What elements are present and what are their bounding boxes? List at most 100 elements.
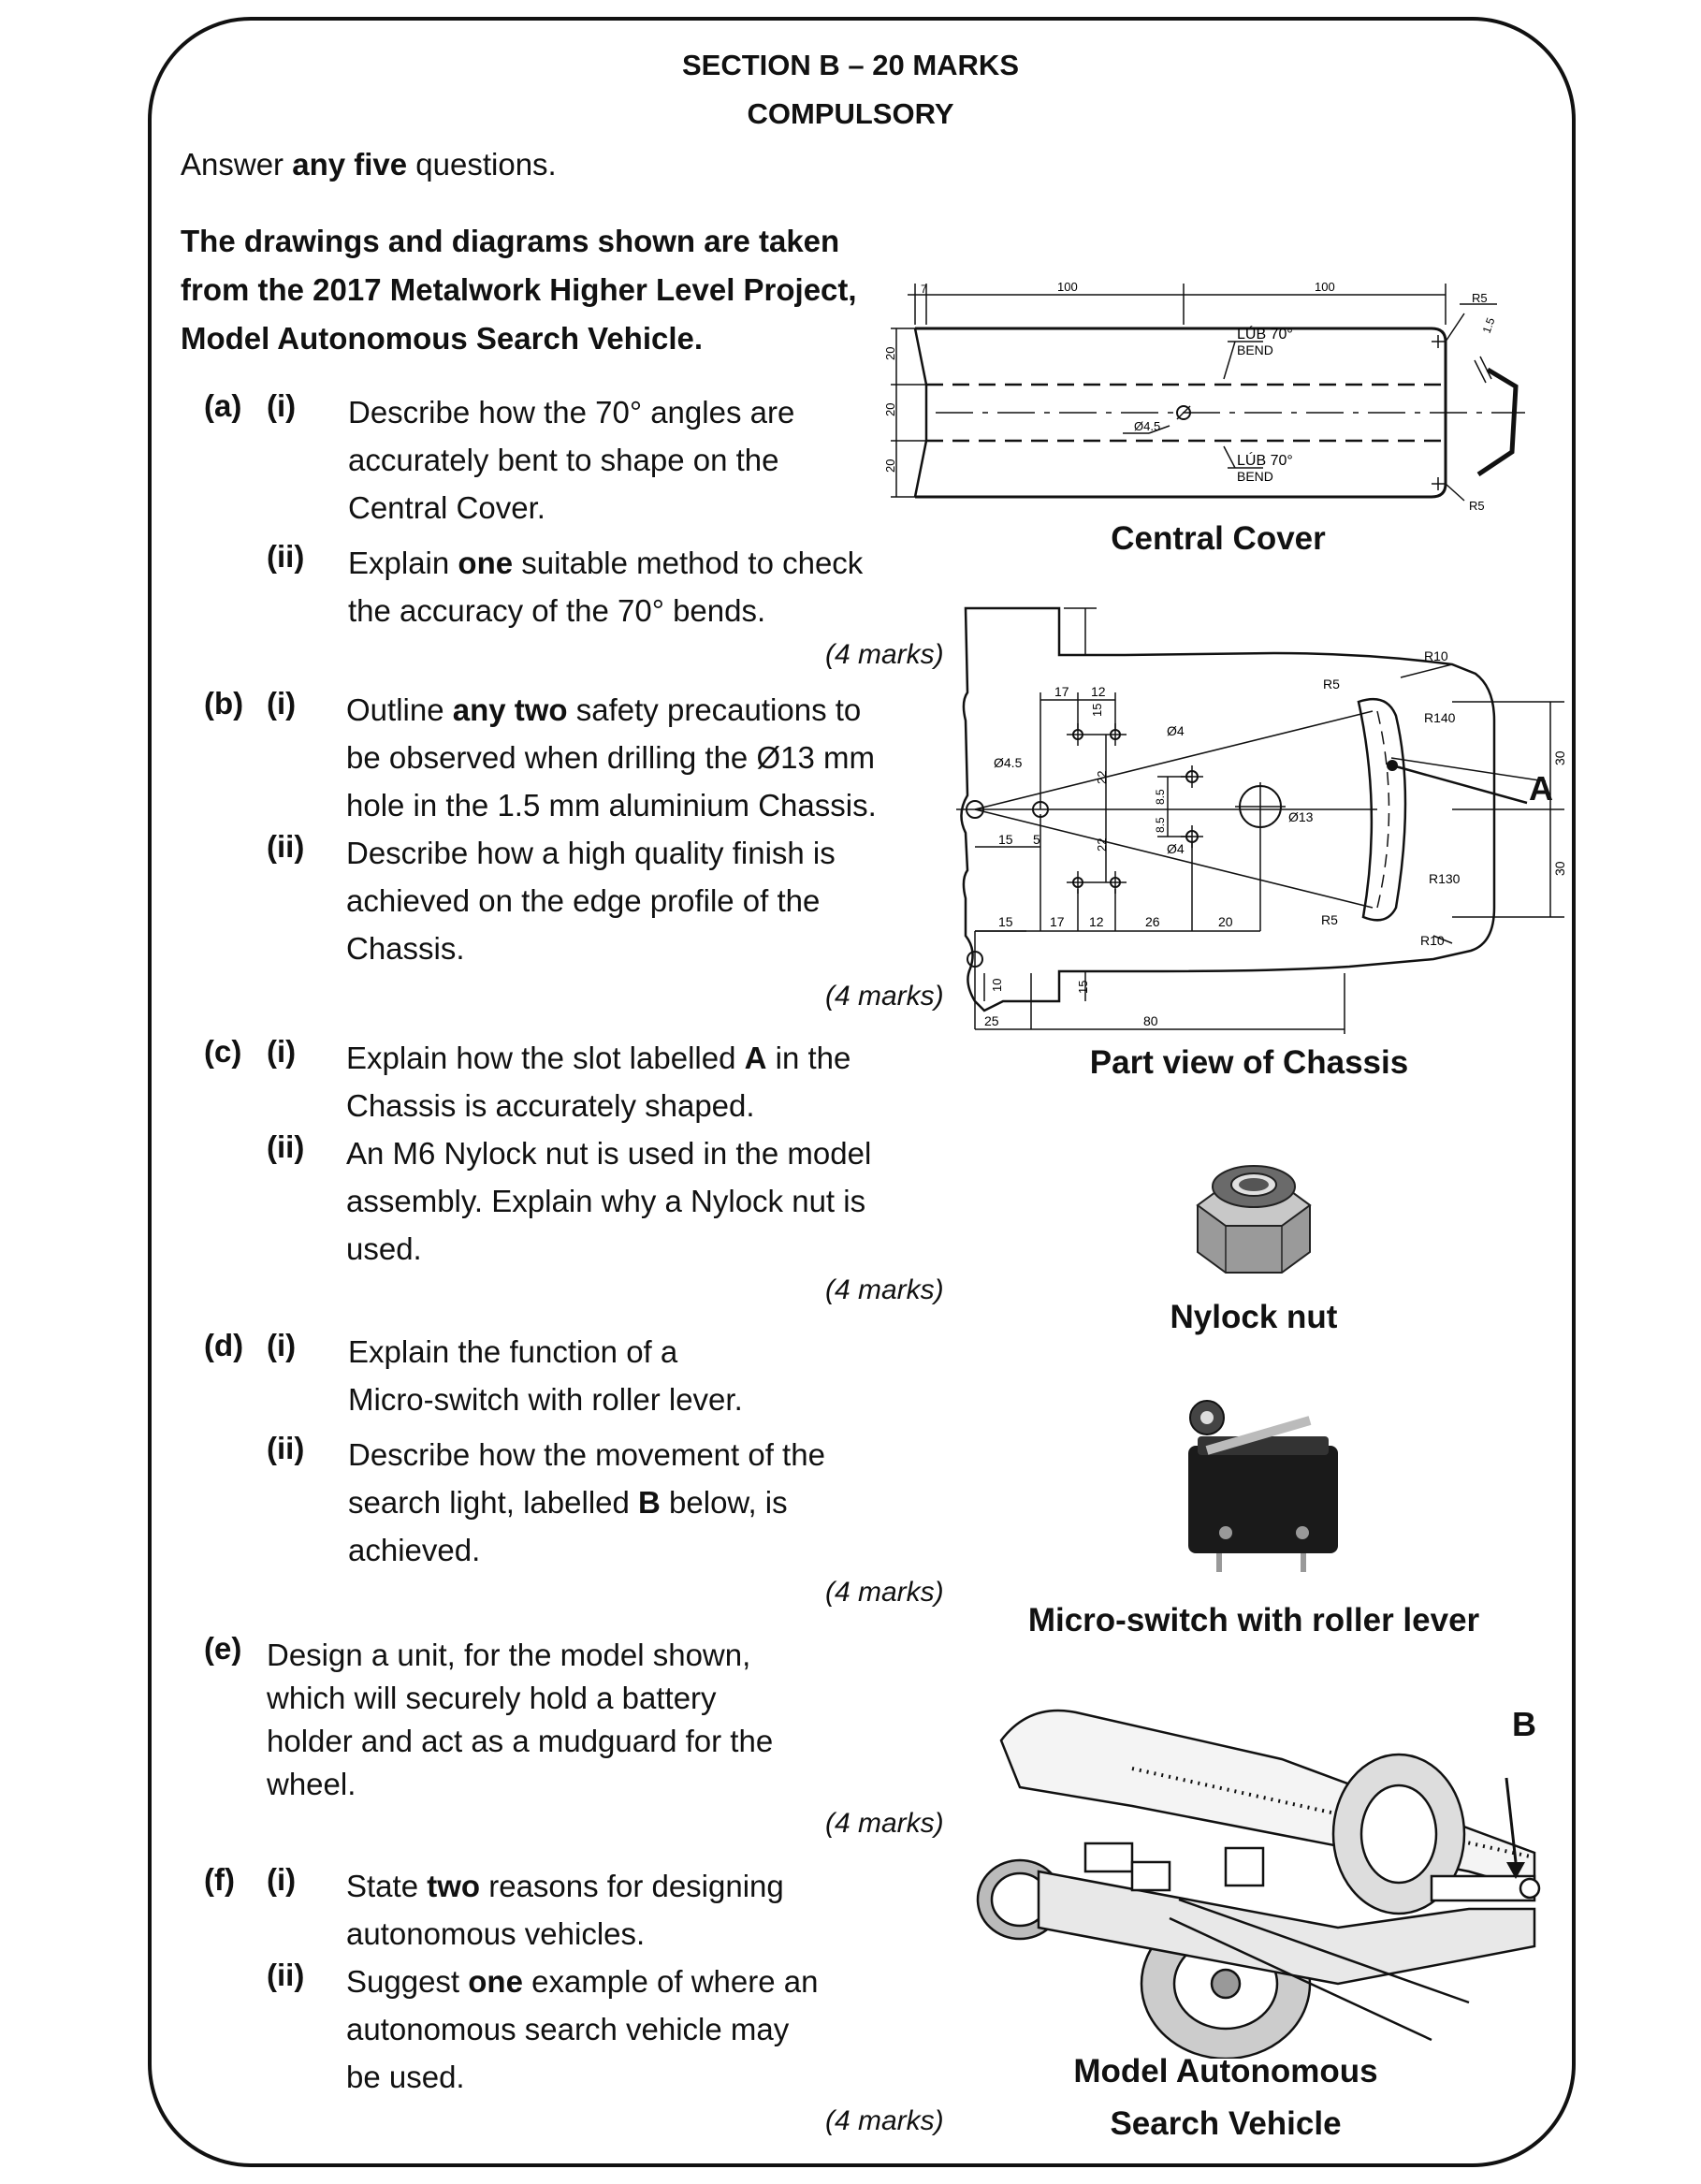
question-b-ii-label: (ii) [267, 829, 305, 864]
question-a-i-line: Describe how the 70° angles are [348, 395, 795, 430]
section-title: SECTION B – 20 MARKS [681, 49, 1019, 81]
dim-20-b: 20 [883, 403, 897, 416]
chassis-dim-80: 80 [1143, 1013, 1158, 1028]
question-a-i-label: (i) [267, 388, 297, 423]
chassis-dim-17: 17 [1054, 684, 1069, 699]
section-subtitle: COMPULSORY [747, 97, 954, 130]
central-cover-caption: Central Cover [1111, 520, 1326, 557]
question-e-label: (e) [204, 1631, 242, 1666]
chassis-dim-12-bottom: 12 [1089, 914, 1104, 929]
nylock-nut-image [1196, 1165, 1312, 1274]
chassis-dim-10: 10 [990, 979, 1004, 992]
search-light-label-b: B [1512, 1705, 1536, 1743]
question-d-ii-label: (ii) [267, 1431, 305, 1465]
question-d-marks: (4 marks) [825, 1577, 944, 1608]
question-d-label: (d) [204, 1328, 244, 1362]
chassis-dim-5: 5 [1033, 832, 1040, 847]
intro-line-2: from the 2017 Metalwork Higher Level Pro… [181, 272, 857, 307]
bend-label-top: BEND [1237, 342, 1273, 357]
chassis-dim-r5-bottom: R5 [1321, 912, 1338, 927]
vehicle-caption-line-1: Model Autonomous [1073, 2053, 1378, 2089]
question-d-i-label: (i) [267, 1328, 297, 1362]
chassis-dim-85-b: 8.5 [1154, 817, 1167, 833]
question-d-ii-line: search light, labelled B below, is [348, 1485, 788, 1520]
question-d-ii-line: Describe how the movement of the [348, 1437, 825, 1472]
question-f-marks: (4 marks) [825, 2105, 944, 2136]
chassis-dim-r10-bottom: R10 [1420, 933, 1445, 948]
question-e-marks: (4 marks) [825, 1808, 944, 1839]
chassis-dim-15-lower: 15 [1076, 981, 1090, 994]
question-a-ii-line: the accuracy of the 70° bends. [348, 593, 766, 628]
question-e-line: which will securely hold a battery [267, 1681, 717, 1715]
question-f-i-label: (i) [267, 1862, 297, 1897]
page-border [148, 17, 1576, 2167]
chassis-dim-20: 20 [1218, 914, 1233, 929]
question-b-ii-line: Chassis. [346, 931, 465, 966]
dim-thickness: 1.5 [1480, 315, 1498, 335]
question-f-ii-line: Suggest one example of where an [346, 1964, 819, 1999]
chassis-dim-15-top: 15 [1090, 704, 1104, 717]
question-c-i-label: (i) [267, 1034, 297, 1069]
dim-100-left: 100 [1057, 280, 1078, 294]
chassis-dim-15-mid: 15 [998, 832, 1013, 847]
dim-hole: Ø4.5 [1134, 419, 1160, 433]
question-d-i-line: Explain the function of a [348, 1334, 678, 1369]
question-f-ii-line: be used. [346, 2060, 465, 2094]
chassis-dim-85-a: 8.5 [1154, 789, 1167, 805]
question-b-i-label: (i) [267, 686, 297, 721]
chassis-dim-17-bottom: 17 [1050, 914, 1065, 929]
chassis-dim-r130: R130 [1429, 871, 1461, 886]
dim-7: 7 [921, 283, 927, 296]
question-e-line: Design a unit, for the model shown, [267, 1638, 751, 1672]
question-d-i-line: Micro-switch with roller lever. [348, 1382, 743, 1417]
chassis-dim-d4-top: Ø4 [1167, 723, 1185, 738]
question-a-ii-line: Explain one suitable method to check [348, 546, 864, 580]
chassis-drawing: 15 17 12 R5 R10 R140 30 Ø4 Ø4.5 22 8.5 8… [956, 606, 1567, 1034]
vehicle-image [976, 1709, 1541, 2059]
chassis-dim-d45: Ø4.5 [994, 755, 1023, 770]
dim-20-c: 20 [883, 459, 897, 473]
chassis-dim-30-b: 30 [1552, 861, 1567, 876]
question-d-ii-line: achieved. [348, 1533, 481, 1567]
question-a-ii-label: (ii) [267, 539, 305, 574]
chassis-dim-r10-top: R10 [1424, 648, 1448, 663]
question-c-label: (c) [204, 1034, 242, 1069]
question-a-i-line: accurately bent to shape on the [348, 443, 779, 477]
chassis-dim-12: 12 [1091, 684, 1106, 699]
question-c-ii-line: An M6 Nylock nut is used in the model [346, 1136, 872, 1171]
question-b-marks: (4 marks) [825, 981, 944, 1012]
bend-label-bottom: BEND [1237, 469, 1273, 484]
question-e-line: holder and act as a mudguard for the [267, 1724, 774, 1758]
nylock-nut-caption: Nylock nut [1170, 1299, 1338, 1335]
bend-irish-top: LÚB 70° [1237, 325, 1293, 342]
question-c-i-line: Chassis is accurately shaped. [346, 1088, 755, 1123]
question-f-i-line: State two reasons for designing [346, 1869, 784, 1903]
instruction: Answer any five questions. [181, 147, 557, 182]
chassis-dim-r5-top: R5 [1323, 677, 1340, 692]
chassis-dim-22-bottom: 22 [1095, 838, 1109, 852]
question-e-line: wheel. [267, 1767, 356, 1801]
question-f-label: (f) [204, 1862, 235, 1897]
microswitch-caption: Micro-switch with roller lever [1027, 1602, 1480, 1638]
chassis-dim-d13: Ø13 [1288, 809, 1314, 824]
question-f-i-line: autonomous vehicles. [346, 1916, 646, 1951]
chassis-dim-26: 26 [1145, 914, 1160, 929]
chassis-dim-25: 25 [984, 1013, 999, 1028]
microswitch-image [1188, 1400, 1338, 1572]
question-c-ii-line: used. [346, 1231, 422, 1266]
question-b-label: (b) [204, 686, 244, 721]
dim-100-right: 100 [1315, 280, 1335, 294]
chassis-dim-d4-bottom: Ø4 [1167, 841, 1185, 856]
question-b-ii-line: achieved on the edge profile of the [346, 883, 821, 918]
question-b-i-line: be observed when drilling the Ø13 mm [346, 740, 875, 775]
central-cover-drawing: 7 100 100 R5 R5 1.5 20 20 20 Ø4.5 LÚB 70… [883, 280, 1525, 513]
dim-20-a: 20 [883, 347, 897, 360]
chassis-dim-22-top: 22 [1095, 771, 1109, 784]
slot-label-a: A [1529, 769, 1553, 808]
question-a-marks: (4 marks) [825, 639, 944, 670]
question-c-marks: (4 marks) [825, 1274, 944, 1305]
question-c-ii-label: (ii) [267, 1129, 305, 1164]
question-b-i-line: hole in the 1.5 mm aluminium Chassis. [346, 788, 877, 823]
chassis-dim-15-bottom: 15 [998, 914, 1013, 929]
bend-irish-bottom: LÚB 70° [1237, 451, 1293, 469]
